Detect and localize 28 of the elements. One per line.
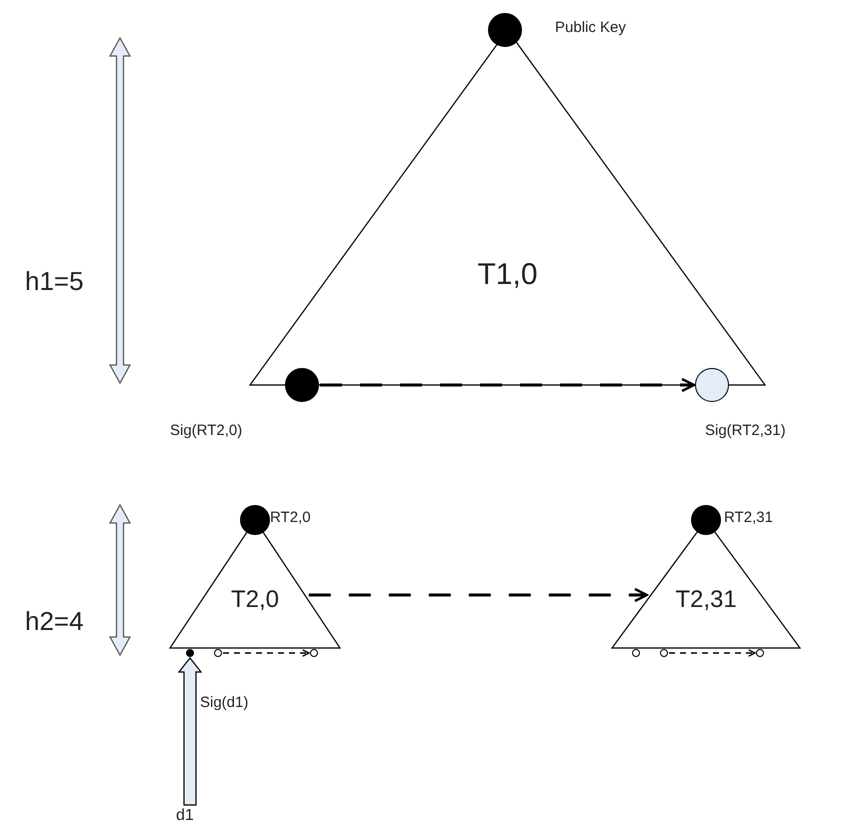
- node-caption: RT2,31: [724, 510, 773, 525]
- leaf-node: [632, 649, 640, 657]
- dashed-arrow: [669, 649, 756, 657]
- block-arrow: [178, 657, 202, 806]
- dashed-arrow: [223, 649, 310, 657]
- root-node: [691, 505, 721, 535]
- dashed-arrow: [320, 378, 696, 392]
- leaf-node: [695, 368, 729, 402]
- node-caption: Sig(RT2,0): [170, 423, 242, 438]
- tree-label: T1,0: [477, 260, 538, 290]
- dashed-arrow: [308, 588, 648, 602]
- root-node: [240, 505, 270, 535]
- node-caption: Sig(RT2,31): [705, 423, 786, 438]
- height-label: h2=4: [25, 608, 84, 634]
- edge-label: Sig(d1): [200, 695, 248, 710]
- tree-label: T2,31: [675, 588, 737, 612]
- leaf-node: [660, 649, 668, 657]
- tree-label: T2,0: [230, 588, 280, 612]
- leaf-node: [310, 649, 318, 657]
- data-label: d1: [176, 808, 194, 824]
- leaf-node: [186, 649, 194, 657]
- leaf-node: [214, 649, 222, 657]
- root-node: [488, 13, 522, 47]
- node-caption: RT2,0: [270, 510, 311, 525]
- height-label: h1=5: [25, 268, 84, 294]
- height-label: Public Key: [555, 20, 626, 35]
- leaf-node: [756, 649, 764, 657]
- leaf-node: [285, 368, 319, 402]
